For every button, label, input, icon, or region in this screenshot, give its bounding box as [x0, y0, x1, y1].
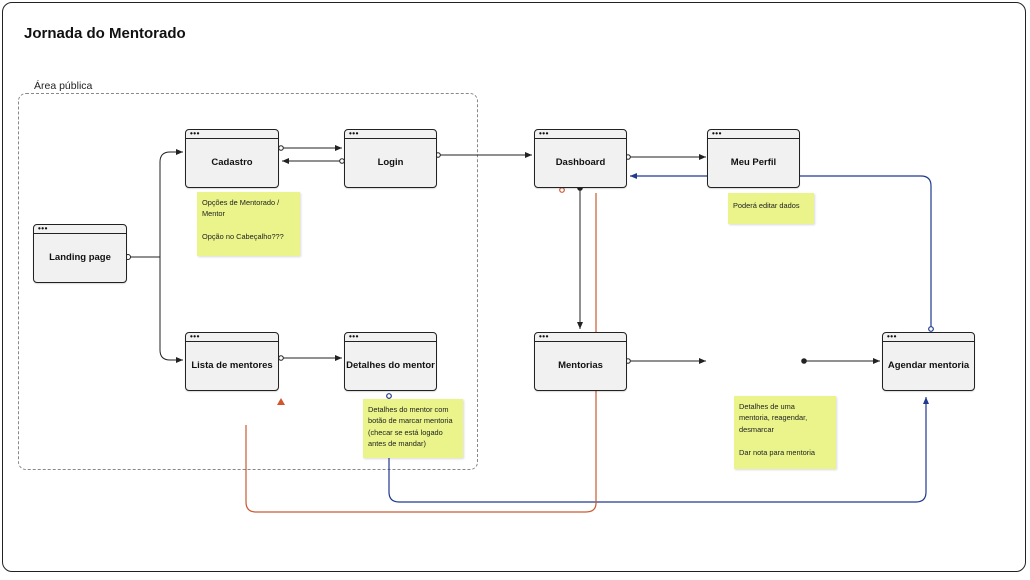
connector-dot: [386, 393, 392, 399]
screen-mentorias[interactable]: ••• Mentorias: [534, 332, 627, 391]
window-dots-icon: •••: [190, 129, 200, 138]
window-dots-icon: •••: [190, 332, 200, 341]
connector-dot: [559, 187, 565, 193]
screen-login[interactable]: ••• Login: [344, 129, 437, 188]
connector-orange-loop: [245, 193, 597, 513]
window-dots-icon: •••: [349, 129, 359, 138]
sticky-note-detalhes[interactable]: Detalhes do mentor com botão de marcar m…: [363, 399, 463, 458]
screen-label: Cadastro: [211, 157, 253, 168]
screen-label: Meu Perfil: [730, 157, 777, 168]
sticky-note-perfil[interactable]: Poderá editar dados: [728, 193, 814, 224]
connector-agendar-dashboard: [630, 173, 932, 329]
warning-triangle-icon: [277, 398, 285, 405]
window-dots-icon: •••: [712, 129, 722, 138]
screen-cadastro[interactable]: ••• Cadastro: [185, 129, 279, 188]
public-area-region: [18, 93, 478, 470]
window-dots-icon: •••: [38, 224, 48, 233]
screen-dashboard[interactable]: ••• Dashboard: [534, 129, 627, 188]
screen-landing-page[interactable]: ••• Landing page: [33, 224, 127, 283]
window-dots-icon: •••: [539, 129, 549, 138]
whiteboard-canvas: [2, 2, 1026, 572]
screen-label: Mentorias: [558, 360, 603, 371]
connector-dot: [801, 358, 807, 364]
diagram-title: Jornada do Mentorado: [24, 25, 186, 42]
connector-landing-branch: [128, 151, 183, 361]
screen-lista-de-mentores[interactable]: ••• Lista de mentores: [185, 332, 279, 391]
connector-dot: [278, 145, 284, 151]
sticky-note-mentorias[interactable]: Detalhes de uma mentoria, reagendar, des…: [734, 396, 836, 469]
screen-label: Detalhes do mentor: [346, 360, 435, 371]
screen-label: Lista de mentores: [191, 360, 273, 371]
screen-label: Login: [377, 157, 404, 168]
screen-detalhes-do-mentor[interactable]: ••• Detalhes do mentor: [344, 332, 437, 391]
connector-dot: [928, 326, 934, 332]
sticky-note-cadastro[interactable]: Opções de Mentorado / Mentor Opção no Ca…: [197, 192, 300, 256]
connector-dot: [278, 355, 284, 361]
connector-detalhes-agendar: [388, 396, 929, 503]
screen-label: Dashboard: [555, 157, 606, 168]
screen-meu-perfil[interactable]: ••• Meu Perfil: [707, 129, 800, 188]
screen-agendar-mentoria[interactable]: ••• Agendar mentoria: [882, 332, 975, 391]
screen-label: Landing page: [49, 252, 111, 263]
screen-label: Agendar mentoria: [887, 360, 970, 371]
public-area-label: Área pública: [34, 80, 93, 92]
window-dots-icon: •••: [539, 332, 549, 341]
window-dots-icon: •••: [349, 332, 359, 341]
window-dots-icon: •••: [887, 332, 897, 341]
